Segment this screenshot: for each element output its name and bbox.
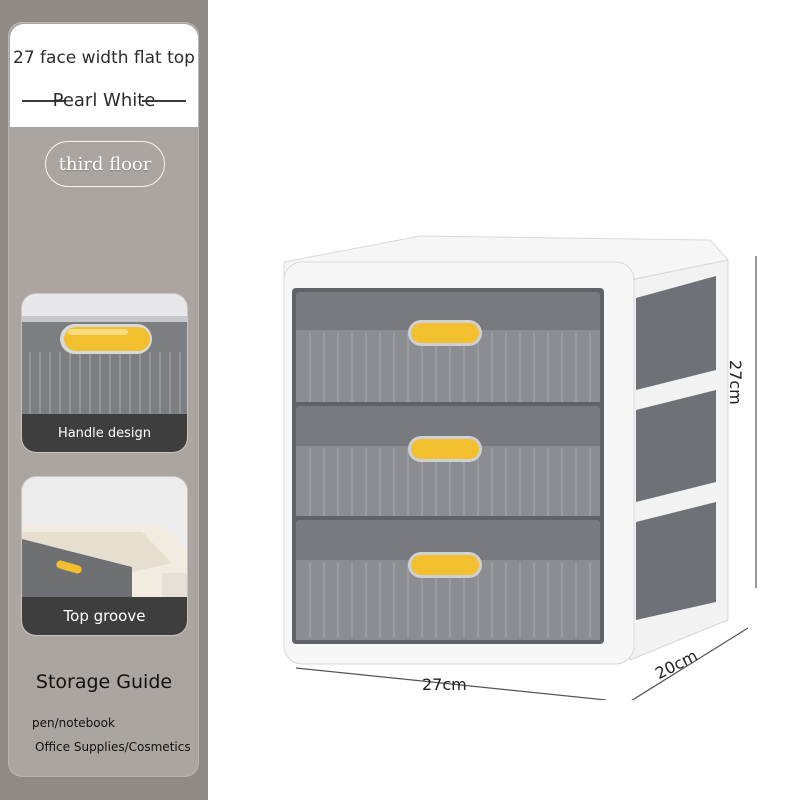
handle-closeup-image <box>22 294 187 414</box>
title-block: 27 face width flat top Pearl White <box>10 24 198 127</box>
feature-caption-handle: Handle design <box>22 414 187 452</box>
top-groove-image <box>22 477 187 597</box>
sidebar: 27 face width flat top Pearl White third… <box>0 0 208 800</box>
feature-thumb-handle[interactable]: Handle design <box>22 294 187 452</box>
feature-caption-groove: Top groove <box>22 597 187 635</box>
product-title: 27 face width flat top <box>13 48 195 68</box>
title-divider-left <box>22 100 66 102</box>
variant-pill[interactable]: third floor <box>45 141 165 187</box>
dimension-width: 27cm <box>422 675 467 694</box>
variant-pill-label: third floor <box>58 153 152 175</box>
feature-thumb-groove[interactable]: Top groove <box>22 477 187 635</box>
storage-guide-item: Office Supplies/Cosmetics <box>35 740 191 754</box>
drawer-organizer-image <box>283 235 757 700</box>
color-name: Pearl White <box>52 90 156 111</box>
title-divider-right <box>142 100 186 102</box>
dimension-height: 27cm <box>726 360 745 405</box>
storage-guide-item: pen/notebook <box>32 716 115 730</box>
storage-guide-title: Storage Guide <box>35 671 173 693</box>
